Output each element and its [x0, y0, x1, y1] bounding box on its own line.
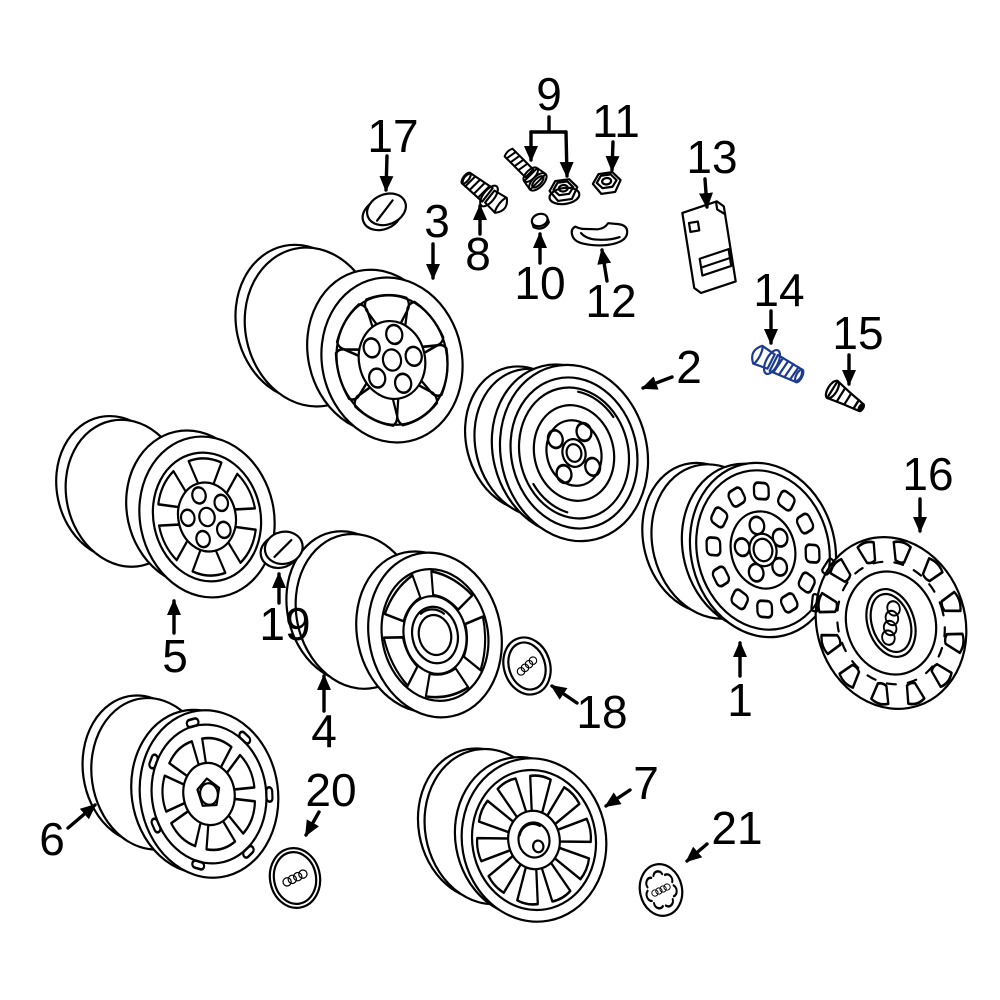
part-9-bracket	[529, 115, 568, 134]
part-7-label[interactable]: 7	[633, 757, 659, 809]
part-11-label[interactable]: 11	[592, 95, 640, 147]
part-12-label[interactable]: 12	[585, 275, 636, 327]
part-13-manual-booklet[interactable]: 13	[681, 131, 738, 295]
part-10-label[interactable]: 10	[514, 257, 565, 309]
part-9-arrow-right	[559, 130, 574, 178]
part-4-alloy-wheel-5-spoke[interactable]: 4	[273, 502, 517, 757]
part-7-alloy-wheel-10-spoke[interactable]: 7	[406, 728, 659, 940]
part-21-label[interactable]: 21	[711, 802, 762, 854]
part-18-center-cap[interactable]: 18	[496, 631, 628, 738]
part-13-label[interactable]: 13	[686, 131, 737, 183]
part-2-label[interactable]: 2	[676, 341, 702, 393]
part-18-label[interactable]: 18	[576, 686, 627, 738]
part-15-label[interactable]: 15	[832, 307, 883, 359]
part-9-bolt-and-nut-set[interactable]: 9	[498, 68, 581, 206]
part-6-arrow	[66, 803, 97, 830]
part-9-label[interactable]: 9	[536, 68, 562, 120]
part-16-label[interactable]: 16	[902, 448, 953, 500]
part-20-center-cap[interactable]: 20	[265, 764, 357, 912]
part-3-label[interactable]: 3	[424, 195, 450, 247]
part-21-arrow	[685, 842, 709, 863]
part-20-label[interactable]: 20	[305, 764, 356, 816]
part-19-label[interactable]: 19	[259, 598, 310, 650]
part-18-arrow	[550, 684, 579, 705]
part-10-cap[interactable]: 10	[514, 212, 566, 309]
part-19-center-cap[interactable]: 19	[257, 528, 311, 650]
part-11-arrow	[605, 140, 620, 172]
part-4-label[interactable]: 4	[311, 705, 337, 757]
part-15-valve-stem[interactable]: 15	[822, 307, 884, 419]
part-11-wheel-nut[interactable]: 11	[590, 95, 640, 196]
part-6-label[interactable]: 6	[39, 813, 65, 865]
part-7-arrow	[604, 788, 632, 808]
part-1-label[interactable]: 1	[727, 674, 753, 726]
part-5-alloy-wheel-6-spoke[interactable]: 5	[43, 386, 289, 682]
part-2-arrow	[641, 375, 674, 390]
part-3-alloy-wheel-7-spoke[interactable]: 3	[221, 195, 477, 472]
part-20-arrow	[304, 810, 321, 837]
part-2-spare-steel-wheel[interactable]: 2	[450, 339, 702, 564]
part-21-center-cap[interactable]: 21	[635, 802, 763, 920]
part-17-label[interactable]: 17	[367, 110, 418, 162]
part-16-wheel-cover[interactable]: 16	[794, 448, 989, 729]
part-1-steel-wheel[interactable]: 1	[627, 434, 854, 726]
part-17-arrow	[379, 154, 394, 192]
part-12-arrow	[597, 248, 612, 283]
part-17-center-cap[interactable]: 17	[357, 110, 419, 236]
part-13-arrow	[699, 177, 713, 209]
part-5-label[interactable]: 5	[162, 630, 188, 682]
part-6-alloy-wheel-7-spoke[interactable]: 6	[39, 677, 289, 894]
part-8-label[interactable]: 8	[465, 228, 491, 280]
part-8-wheel-bolt[interactable]: 8	[455, 165, 514, 280]
part-14-wheel-bolt-highlighted[interactable]: 14	[746, 264, 809, 390]
part-12-retaining-clip[interactable]: 12	[570, 221, 637, 327]
part-14-label[interactable]: 14	[753, 264, 804, 316]
